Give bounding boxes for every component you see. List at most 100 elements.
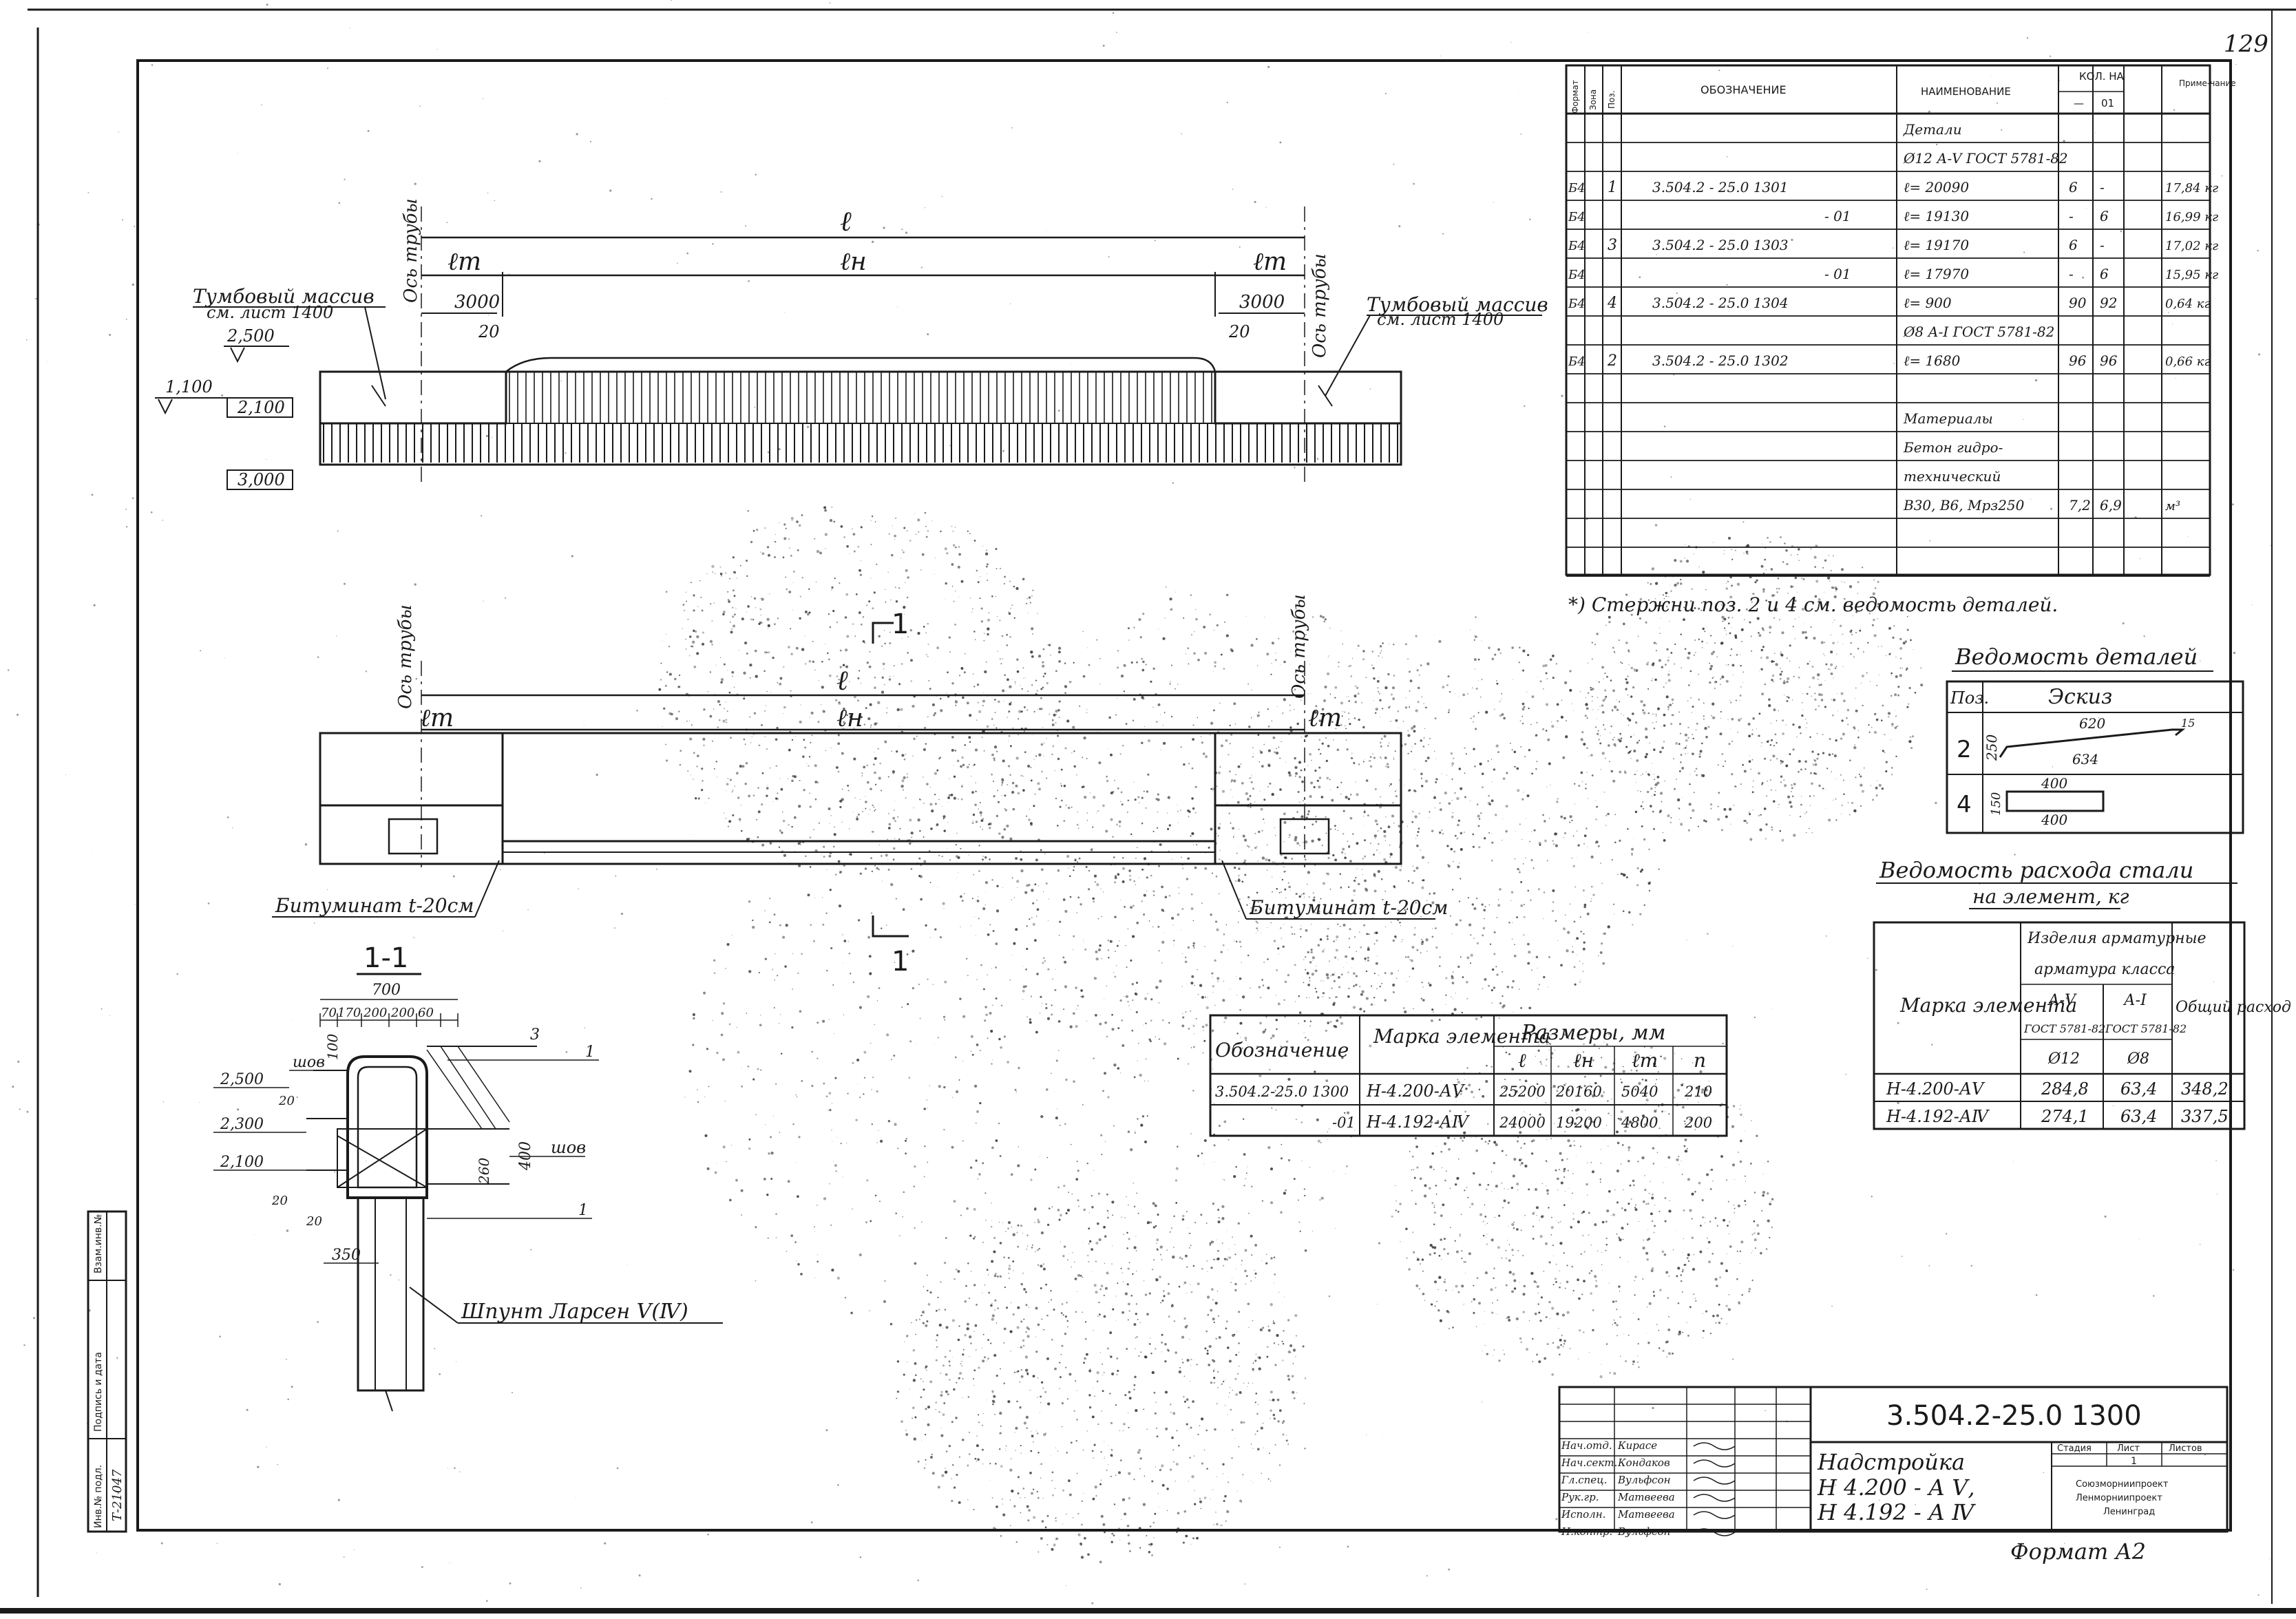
speckle <box>1205 755 1208 759</box>
speckle <box>1106 1035 1108 1038</box>
speckle <box>868 665 872 668</box>
speckle <box>1384 972 1387 975</box>
speckle <box>808 659 812 663</box>
speckle <box>1830 663 1833 666</box>
speckle <box>1550 721 1552 723</box>
speckle <box>982 858 984 861</box>
speckle <box>1163 741 1166 745</box>
speckle <box>1191 634 1192 636</box>
speckle <box>1747 553 1749 555</box>
speckle <box>1248 1326 1250 1329</box>
speckle <box>1336 939 1337 940</box>
speckle <box>830 815 832 816</box>
speckle <box>1802 631 1805 634</box>
speckle <box>722 1002 726 1005</box>
speckle <box>687 618 689 620</box>
speckle <box>931 520 933 522</box>
speckle <box>722 719 726 723</box>
speckle <box>1188 763 1190 765</box>
speckle <box>951 1145 954 1149</box>
speckle <box>1032 902 1035 904</box>
speckle <box>1429 984 1432 987</box>
speckle <box>733 571 736 574</box>
speckle <box>1855 687 1857 689</box>
speckle <box>1295 695 1298 698</box>
speckle <box>1552 901 1555 903</box>
speckle <box>1502 777 1506 780</box>
speckle <box>750 618 752 621</box>
speckle <box>1144 1140 1147 1143</box>
speckle <box>662 726 663 728</box>
speckle <box>1760 814 1762 816</box>
speckle <box>929 882 931 884</box>
speckle <box>979 597 981 600</box>
speckle <box>1635 668 1639 673</box>
speckle <box>1234 1282 1237 1286</box>
speckle <box>918 531 920 533</box>
speckle <box>991 1226 993 1228</box>
speckle <box>1231 1457 1234 1459</box>
speckle <box>1414 743 1416 745</box>
speckle <box>779 677 783 680</box>
speckle <box>967 530 969 532</box>
speckle <box>701 768 704 770</box>
speckle <box>998 700 1000 703</box>
speckle <box>1241 782 1244 785</box>
speckle <box>1891 774 1893 776</box>
speckle <box>1473 639 1475 641</box>
speckle <box>968 1431 970 1433</box>
speckle <box>1245 1039 1247 1041</box>
speckle <box>1097 948 1102 951</box>
speckle <box>1451 800 1453 801</box>
speckle <box>1189 1457 1191 1459</box>
speckle <box>1457 965 1460 969</box>
speckle <box>1407 908 1409 911</box>
speckle <box>1732 602 1736 605</box>
speckle <box>1036 1430 1038 1432</box>
speckle <box>1497 904 1501 907</box>
speckle <box>1214 1302 1218 1305</box>
speckle <box>912 1417 914 1419</box>
speckle <box>1349 860 1352 863</box>
speckle <box>839 582 841 584</box>
speckle <box>1272 1320 1274 1322</box>
speckle <box>1246 797 1250 801</box>
speckle <box>857 1083 859 1085</box>
speckle <box>1347 971 1349 973</box>
speckle <box>1026 925 1028 927</box>
speckle <box>1228 1477 1230 1478</box>
speckle <box>663 707 666 710</box>
speckle <box>1128 639 1130 641</box>
speckle <box>1254 1092 1256 1094</box>
speckle <box>1499 1002 1502 1004</box>
speckle <box>1762 572 1765 574</box>
speckle <box>1694 607 1696 609</box>
speckle <box>884 642 886 645</box>
speckle <box>978 918 980 920</box>
speckle <box>874 756 877 760</box>
speckle <box>1247 845 1250 848</box>
speckle <box>1826 768 1829 770</box>
speckle <box>1583 933 1585 935</box>
speckle <box>1367 956 1369 959</box>
speckle <box>1236 1490 1238 1492</box>
speckle <box>807 893 810 897</box>
speckle <box>1694 770 1696 772</box>
speckle <box>1514 765 1516 768</box>
speckle <box>998 1037 1001 1041</box>
speckle <box>1027 690 1029 692</box>
speckle <box>1760 564 1764 568</box>
speckle <box>1561 699 1563 701</box>
speckle <box>1257 1356 1258 1357</box>
speckle <box>1046 1088 1049 1091</box>
speckle <box>790 555 792 557</box>
speckle <box>1042 727 1044 728</box>
speckle <box>874 810 876 812</box>
speckle <box>940 530 942 533</box>
speckle <box>1128 1310 1130 1312</box>
speckle <box>1085 866 1088 868</box>
speckle <box>1668 595 1670 597</box>
speckle <box>1583 843 1586 845</box>
speckle <box>1650 787 1653 790</box>
speckle <box>1121 1498 1126 1501</box>
